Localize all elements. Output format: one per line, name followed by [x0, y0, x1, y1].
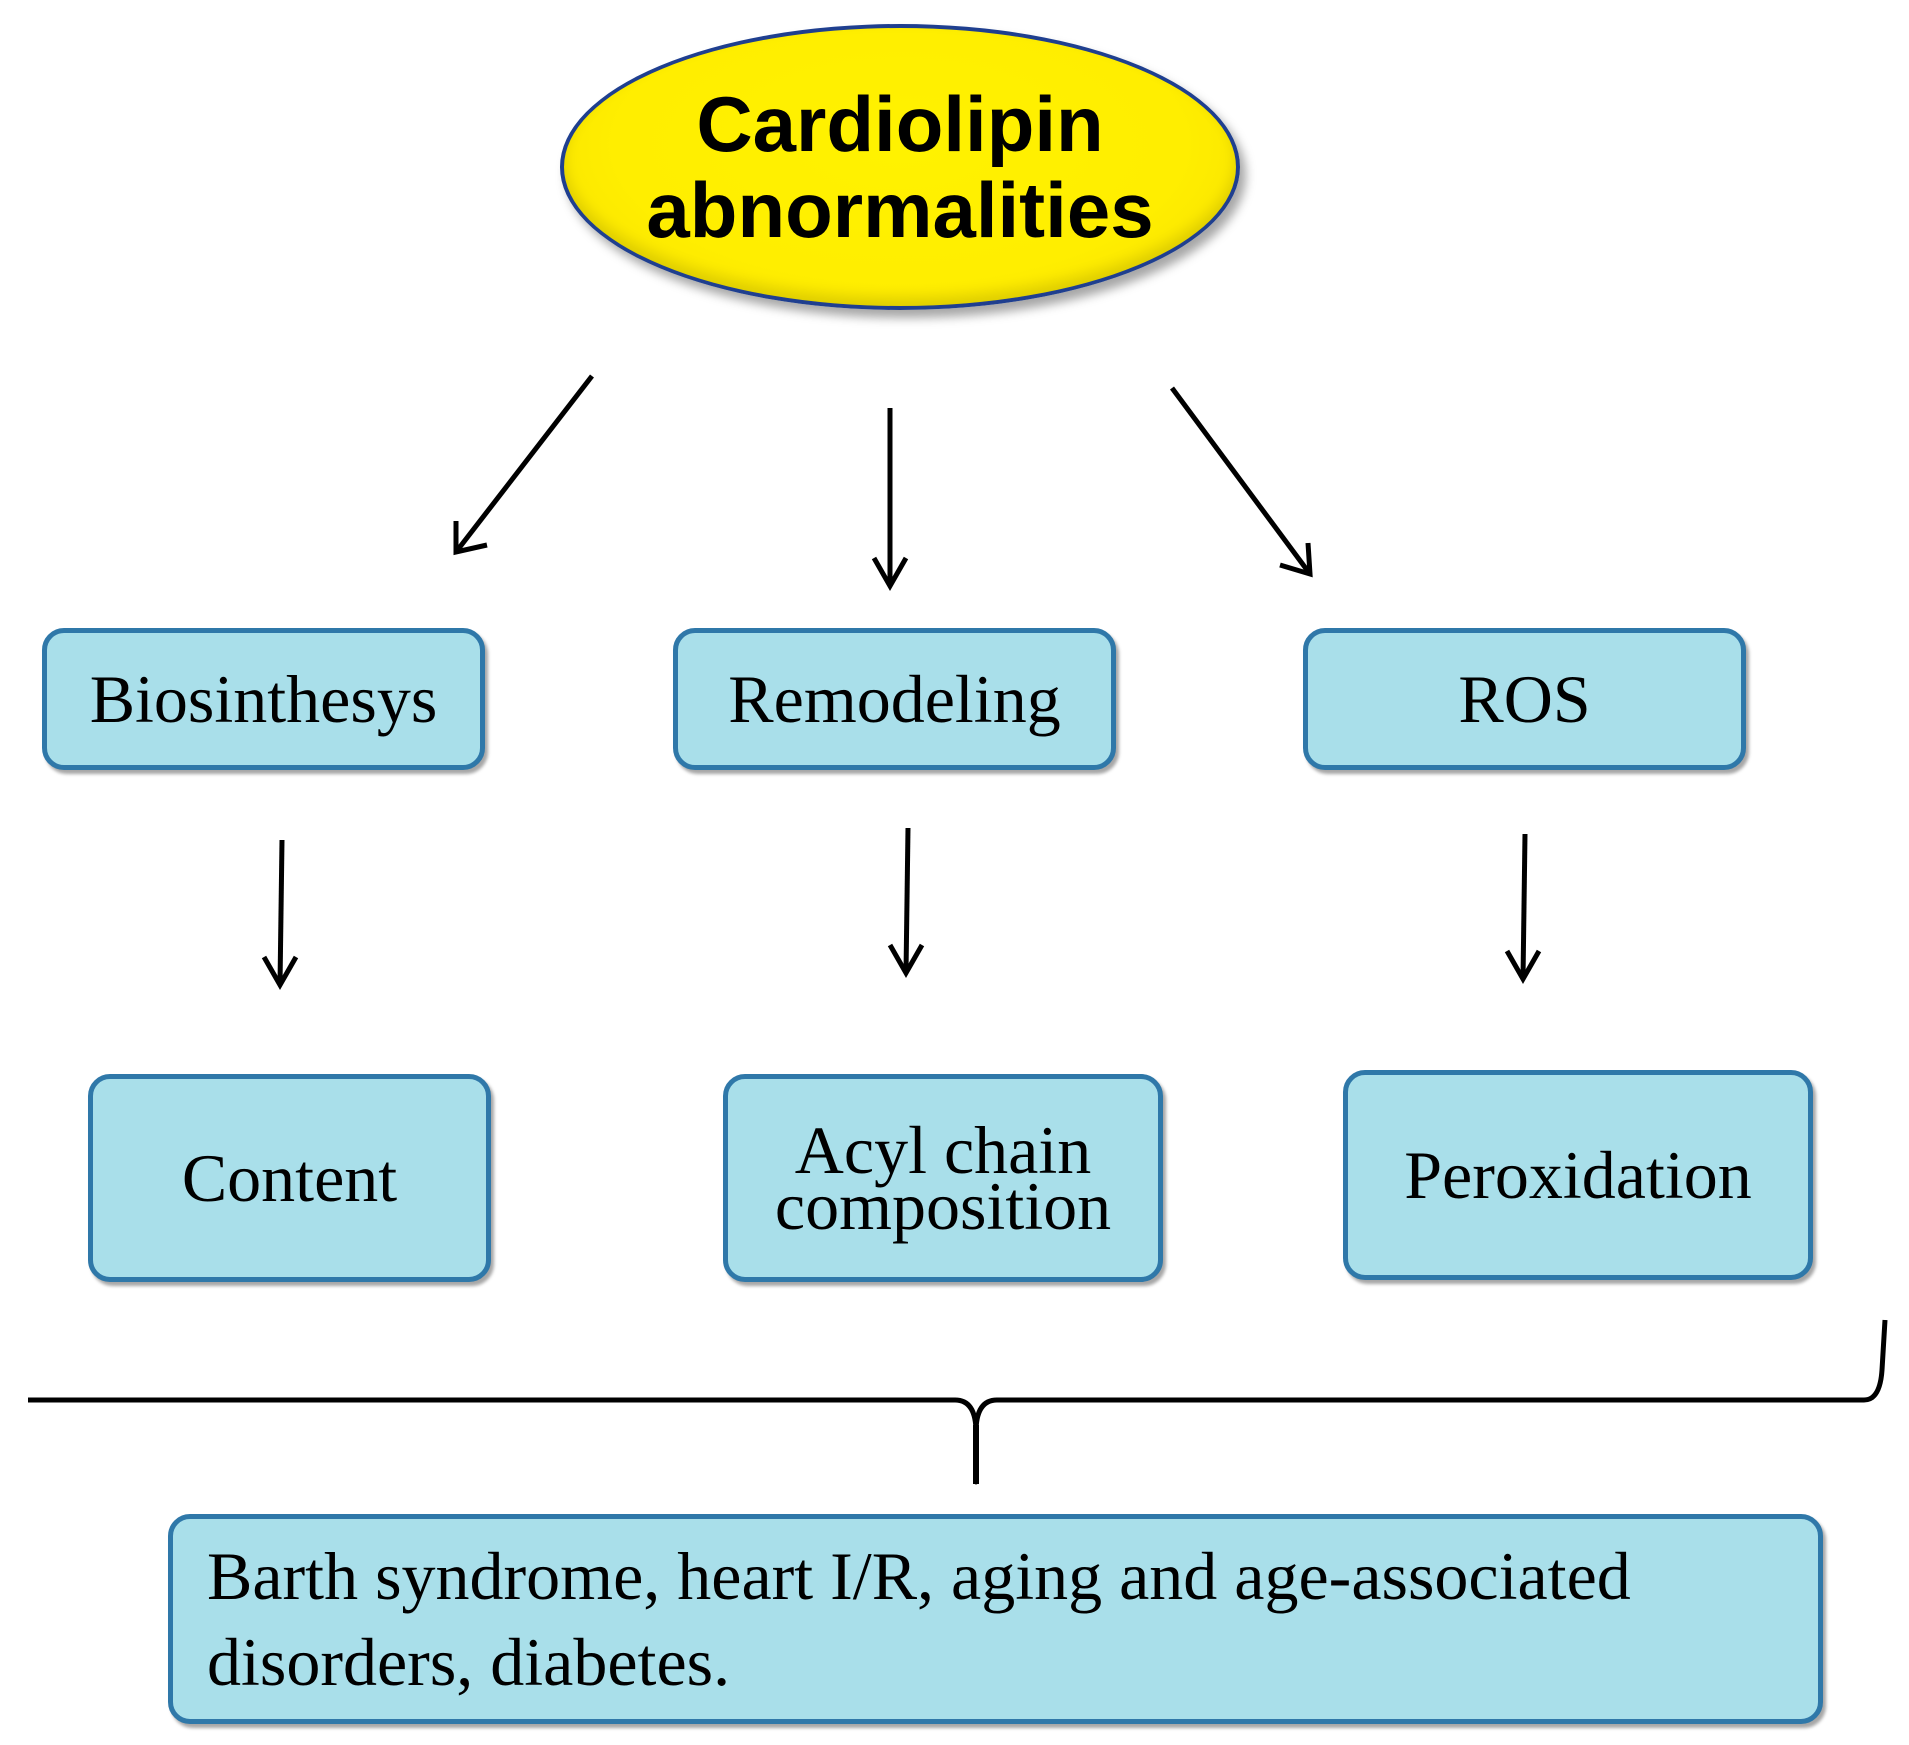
node-outcome-diseases: Barth syndrome, heart I/R, aging and age… [168, 1514, 1823, 1724]
node-peroxidation: Peroxidation [1343, 1070, 1813, 1280]
node-acyl-label-line1: Acyl chain [794, 1112, 1092, 1188]
grouping-brace [28, 1319, 1888, 1485]
outcome-label-line1: Barth syndrome, heart I/R, aging and age… [207, 1538, 1631, 1614]
arrow-ros-to-peroxidation [1504, 833, 1542, 985]
root-label: Cardiolipin abnormalities [646, 81, 1153, 253]
root-label-line1: Cardiolipin [696, 80, 1104, 168]
arrow-biosynthesis-to-content [261, 839, 299, 991]
node-remodeling-label: Remodeling [728, 661, 1061, 737]
outcome-label: Barth syndrome, heart I/R, aging and age… [207, 1533, 1631, 1705]
node-ros-label: ROS [1458, 661, 1591, 737]
arrow-root-to-biosynthesis [453, 374, 594, 556]
node-content: Content [88, 1074, 491, 1282]
root-label-line2: abnormalities [646, 166, 1154, 254]
node-biosynthesis: Biosinthesys [42, 628, 485, 770]
node-content-label: Content [181, 1140, 398, 1216]
outcome-label-line2: disorders, diabetes. [207, 1624, 731, 1700]
node-acyl-label: Acyl chain composition [774, 1112, 1112, 1244]
node-biosynthesis-label: Biosinthesys [89, 661, 438, 737]
arrow-root-to-ros [1169, 386, 1313, 578]
node-peroxidation-label: Peroxidation [1404, 1137, 1752, 1213]
node-acyl-label-line2: composition [774, 1168, 1112, 1244]
node-remodeling: Remodeling [673, 628, 1116, 770]
root-node: Cardiolipin abnormalities [560, 24, 1240, 310]
node-acyl-chain-composition: Acyl chain composition [723, 1074, 1163, 1282]
node-ros: ROS [1303, 628, 1746, 770]
arrow-root-to-remodeling [871, 408, 909, 592]
arrow-remodeling-to-acyl [887, 827, 925, 979]
